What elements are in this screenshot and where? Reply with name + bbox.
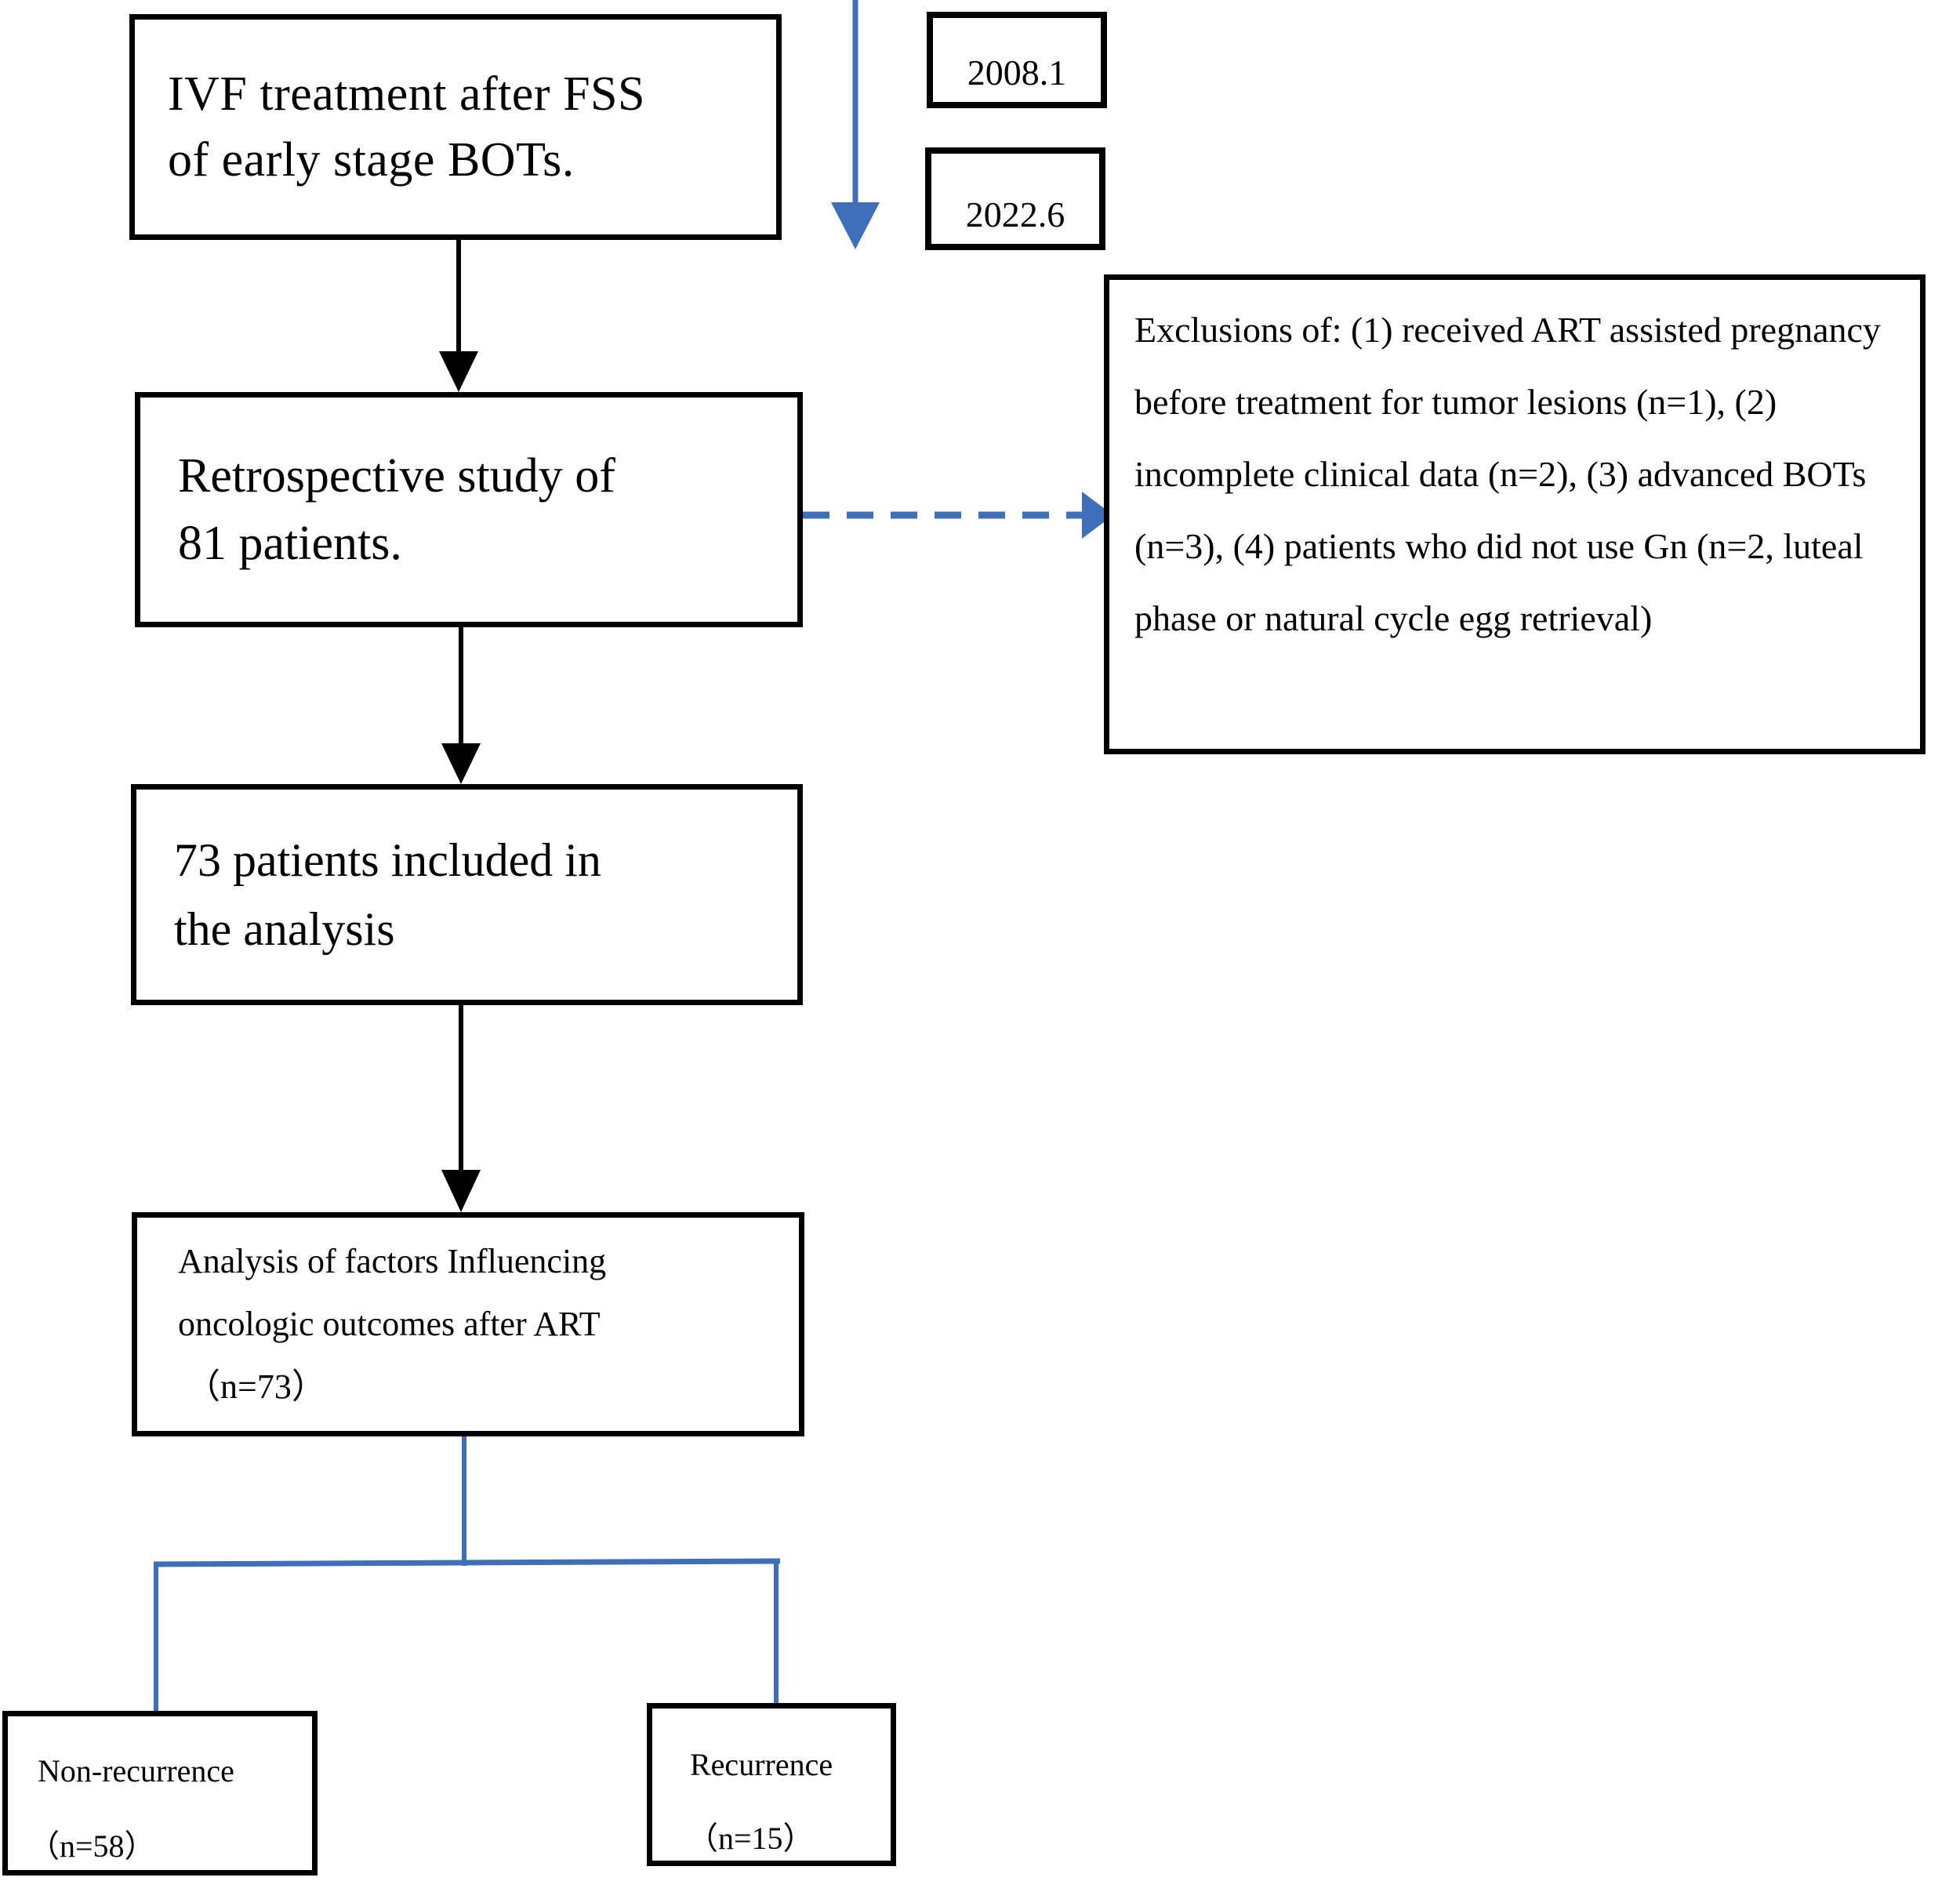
- box-analysis-of-factors: Analysis of factors Influencing oncologi…: [132, 1212, 804, 1436]
- box-retrospective-line-1: Retrospective study of: [178, 449, 615, 503]
- timeline-arrow-icon: [831, 0, 880, 249]
- arrow-retrospective-to-exclusions: [803, 492, 1113, 539]
- box-retrospective-study: Retrospective study of 81 patients.: [135, 392, 803, 627]
- box-exclusions-text: Exclusions of: (1) received ART assisted…: [1134, 310, 1881, 638]
- arrow-included-to-analysis: [441, 1005, 481, 1212]
- box-ivf-treatment: IVF treatment after FSS of early stage B…: [129, 14, 782, 240]
- box-ivf-line-2: of early stage BOTs.: [168, 133, 575, 187]
- box-analysis-count: （n=73）: [186, 1367, 326, 1406]
- box-analysis-line-2: oncologic outcomes after ART: [178, 1305, 601, 1343]
- box-patients-included: 73 patients included in the analysis: [131, 784, 803, 1005]
- box-recurrence-title: Recurrence: [690, 1747, 833, 1782]
- timeline-end-label: 2022.6: [965, 194, 1065, 234]
- box-recurrence-count: （n=15）: [687, 1821, 815, 1856]
- box-retrospective-line-2: 81 patients.: [178, 517, 402, 570]
- timeline-end-box: 2022.6: [925, 147, 1105, 250]
- box-non-recurrence-title: Non-recurrence: [38, 1753, 234, 1788]
- box-exclusions: Exclusions of: (1) received ART assisted…: [1104, 274, 1926, 754]
- box-included-line-2: the analysis: [174, 903, 395, 955]
- arrow-ivf-to-retrospective: [439, 240, 478, 392]
- box-ivf-line-1: IVF treatment after FSS: [168, 67, 646, 121]
- box-included-line-1: 73 patients included in: [174, 834, 601, 886]
- box-analysis-line-1: Analysis of factors Influencing: [178, 1242, 607, 1280]
- timeline-start-label: 2008.1: [967, 53, 1067, 93]
- timeline-start-box: 2008.1: [927, 12, 1107, 108]
- box-recurrence: Recurrence （n=15）: [647, 1703, 896, 1866]
- box-non-recurrence-count: （n=58）: [28, 1828, 156, 1864]
- box-non-recurrence: Non-recurrence （n=58）: [2, 1711, 318, 1876]
- arrow-retrospective-to-included: [441, 627, 481, 784]
- branch-connector-analysis: [153, 1436, 781, 1714]
